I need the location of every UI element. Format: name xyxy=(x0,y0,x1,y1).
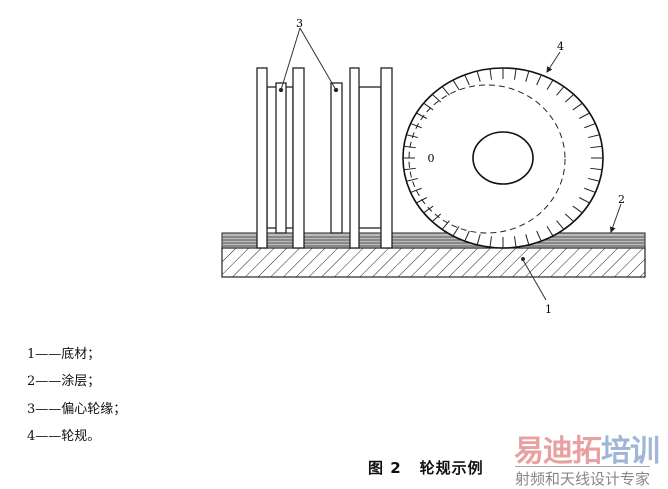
graduation-tick xyxy=(578,197,590,204)
graduation-tick xyxy=(556,86,565,96)
callout-3: 3 xyxy=(296,17,303,30)
legend-item: 2——涂层； xyxy=(27,374,101,389)
post-2 xyxy=(292,67,305,249)
graduation-tick xyxy=(513,68,517,80)
graduation-tick xyxy=(464,74,470,86)
graduation-tick xyxy=(431,213,442,223)
graduation-tick xyxy=(416,197,428,204)
post-3 xyxy=(349,67,360,249)
eccentric-frame xyxy=(256,67,393,249)
graduation-tick xyxy=(423,205,434,214)
graduation-tick xyxy=(546,79,554,90)
graduation-tick xyxy=(410,187,422,193)
graduation-tick xyxy=(584,123,596,129)
eccentric-rim-1 xyxy=(275,82,287,234)
legend-item: 4——轮规。 xyxy=(27,429,101,444)
graduation-tick xyxy=(431,93,442,103)
graduation-tick xyxy=(578,112,590,119)
eccentric-rim-2 xyxy=(330,82,343,234)
graduation-tick xyxy=(590,167,603,171)
substrate xyxy=(221,247,646,278)
graduation-tick xyxy=(406,134,419,139)
graduation-tick xyxy=(416,112,428,119)
graduation-tick xyxy=(423,102,434,111)
graduation-tick xyxy=(584,187,596,193)
watermark-tagline: 射频和天线设计专家 xyxy=(515,466,651,489)
graduation-tick xyxy=(441,86,450,96)
coating-layer xyxy=(221,232,646,249)
graduation-tick xyxy=(513,236,517,248)
legend-item: 3——偏心轮缘； xyxy=(27,402,127,417)
watermark-logo: 易迪拓培训 xyxy=(514,434,660,469)
callouts xyxy=(280,27,622,301)
graduation-tick xyxy=(590,145,603,149)
graduation-tick xyxy=(536,230,542,242)
post-1 xyxy=(256,67,268,249)
center-hole xyxy=(472,131,534,185)
callout-4: 4 xyxy=(557,40,564,53)
graduation-tick xyxy=(476,234,481,246)
graduation-tick xyxy=(564,93,575,103)
legend-item: 1——底材； xyxy=(27,347,101,362)
graduation-tick xyxy=(403,145,416,149)
graduation-tick xyxy=(452,79,460,90)
graduation-tick xyxy=(489,236,493,248)
graduation-tick xyxy=(403,167,416,171)
graduation-tick xyxy=(464,230,470,242)
graduation-tick xyxy=(587,134,600,139)
graduation-tick xyxy=(476,70,481,82)
callout-2: 2 xyxy=(618,193,625,206)
callout-1: 1 xyxy=(545,303,552,316)
zero-mark: 0 xyxy=(428,152,435,165)
graduation-tick xyxy=(564,213,575,223)
graduation-tick xyxy=(406,177,419,182)
post-4 xyxy=(380,67,393,249)
graduation-tick xyxy=(525,234,530,246)
graduation-tick xyxy=(410,123,422,129)
graduation-tick xyxy=(556,220,565,230)
graduation-tick xyxy=(587,177,600,182)
wheel-gauge: 0 xyxy=(402,67,604,249)
graduation-tick xyxy=(452,226,460,237)
graduation-tick xyxy=(489,68,493,80)
graduation-tick xyxy=(572,205,583,214)
graduation-tick xyxy=(546,226,554,237)
graduation-tick xyxy=(441,220,450,230)
graduation-tick xyxy=(536,74,542,86)
graduation-tick xyxy=(572,102,583,111)
graduation-tick xyxy=(525,70,530,82)
